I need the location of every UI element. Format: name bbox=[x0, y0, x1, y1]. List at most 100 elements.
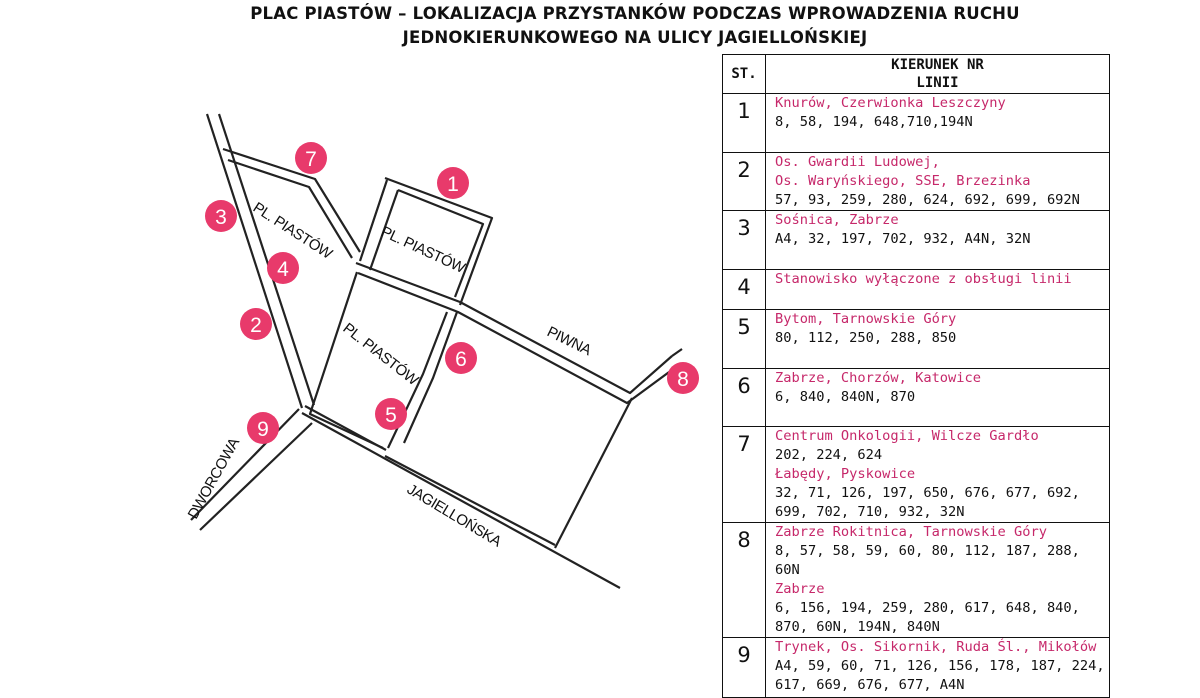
table-row: 8 Zabrze Rokitnica, Tarnowskie Góry 8, 5… bbox=[722, 522, 1110, 638]
stop-number: 3 bbox=[722, 210, 766, 270]
stop-number: 5 bbox=[722, 309, 766, 369]
table-row: 9 Trynek, Os. Sikornik, Ruda Śl., Mikołó… bbox=[722, 637, 1110, 698]
stop-number: 6 bbox=[722, 368, 766, 427]
line-numbers: 8, 58, 194, 648,710,194N bbox=[775, 114, 973, 130]
stop-marker-6-circle bbox=[445, 342, 477, 374]
stop-markers: 1 2 3 4 5 6 7 8 bbox=[205, 142, 699, 444]
stop-number: 7 bbox=[722, 426, 766, 523]
line-numbers: 6, 840, 840N, 870 bbox=[775, 389, 916, 405]
road-east bbox=[554, 397, 633, 549]
line-numbers: 57, 93, 259, 280, 624, 692, 699, 692N bbox=[775, 192, 1080, 208]
stop-info: Os. Gwardii Ludowej, Os. Waryńskiego, SS… bbox=[765, 152, 1110, 211]
stop-marker-4-circle bbox=[267, 252, 299, 284]
line-numbers: 80, 112, 250, 288, 850 bbox=[775, 330, 957, 346]
road-north-block-west-inner bbox=[368, 189, 400, 271]
stop-marker-3-number: 3 bbox=[215, 206, 227, 229]
road-piwna bbox=[355, 261, 673, 395]
table-row: 4 Stanowisko wyłączone z obsługi linii bbox=[722, 269, 1110, 310]
stop-number: 4 bbox=[722, 269, 766, 310]
stop-marker-1-circle bbox=[437, 167, 469, 199]
stop-marker-4[interactable]: 4 bbox=[267, 252, 299, 284]
table-row: 1 Knurów, Czerwionka Leszczyny 8, 58, 19… bbox=[722, 93, 1110, 153]
road-jagiellonska-north bbox=[384, 455, 556, 546]
street-label-pl-piastow-c: PL. PIASTÓW bbox=[340, 320, 423, 390]
stop-marker-9-number: 9 bbox=[257, 418, 269, 441]
stop-info: Knurów, Czerwionka Leszczyny 8, 58, 194,… bbox=[765, 93, 1110, 153]
stop-info: Bytom, Tarnowskie Góry 80, 112, 250, 288… bbox=[765, 309, 1110, 369]
stop-marker-2[interactable]: 2 bbox=[240, 308, 272, 340]
header-kierunek-text: KIERUNEK NR LINII bbox=[891, 57, 984, 91]
table-row: 3 Sośnica, Zabrze A4, 32, 197, 702, 932,… bbox=[722, 210, 1110, 270]
stop-marker-7-circle bbox=[295, 142, 327, 174]
stop-info: Zabrze Rokitnica, Tarnowskie Góry 8, 57,… bbox=[765, 522, 1110, 638]
stop-marker-8-circle bbox=[667, 362, 699, 394]
stop-marker-5-circle bbox=[375, 398, 407, 430]
table-row: 6 Zabrze, Chorzów, Katowice 6, 840, 840N… bbox=[722, 368, 1110, 427]
road-piwna-inner bbox=[357, 271, 681, 405]
road-central-block-west bbox=[308, 271, 384, 449]
stop-marker-3-circle bbox=[205, 200, 237, 232]
stop-marker-6-number: 6 bbox=[455, 348, 467, 371]
stop-number: 1 bbox=[722, 93, 766, 153]
direction: Knurów, Czerwionka Leszczyny bbox=[775, 95, 1006, 111]
stop-marker-6[interactable]: 6 bbox=[445, 342, 477, 374]
stop-info: Centrum Onkologii, Wilcze Gardło 202, 22… bbox=[765, 426, 1110, 523]
line-numbers: 202, 224, 624 bbox=[775, 447, 883, 463]
direction: Os. Waryńskiego, SSE, Brzezinka bbox=[775, 173, 1031, 189]
stop-info: Stanowisko wyłączone z obsługi linii bbox=[765, 269, 1110, 310]
direction: Trynek, Os. Sikornik, Ruda Śl., Mikołów bbox=[775, 639, 1097, 655]
stop-number: 8 bbox=[722, 522, 766, 638]
street-label-dworcowa: DWORCOWA bbox=[185, 435, 244, 522]
stop-info: Trynek, Os. Sikornik, Ruda Śl., Mikołów … bbox=[765, 637, 1110, 698]
road-north-block bbox=[384, 176, 494, 306]
stop-marker-1[interactable]: 1 bbox=[437, 167, 469, 199]
road-west-outer bbox=[205, 113, 304, 409]
road-north-west bbox=[222, 147, 361, 253]
table-row: 5 Bytom, Tarnowskie Góry 80, 112, 250, 2… bbox=[722, 309, 1110, 369]
stop-marker-2-number: 2 bbox=[250, 314, 262, 337]
street-label-piwna: PIWNA bbox=[544, 323, 594, 359]
stop-number: 9 bbox=[722, 637, 766, 698]
road-jagiellonska-link bbox=[304, 405, 387, 451]
title-line-2: JEDNOKIERUNKOWEGO NA ULICY JAGIELLOŃSKIE… bbox=[402, 28, 868, 47]
direction: Zabrze Rokitnica, Tarnowskie Góry bbox=[775, 524, 1047, 540]
stop-number: 2 bbox=[722, 152, 766, 211]
road-north-west-inner bbox=[227, 158, 353, 259]
stop-marker-2-circle bbox=[240, 308, 272, 340]
stop-marker-7-number: 7 bbox=[305, 148, 317, 171]
direction: Sośnica, Zabrze bbox=[775, 212, 899, 228]
line-numbers: A4, 32, 197, 702, 932, A4N, 32N bbox=[775, 231, 1031, 247]
direction: Łabędy, Pyskowice bbox=[775, 466, 916, 482]
stop-info: Sośnica, Zabrze A4, 32, 197, 702, 932, A… bbox=[765, 210, 1110, 270]
road-lines bbox=[190, 113, 683, 589]
header-st: ST. bbox=[722, 54, 766, 94]
stop-marker-4-number: 4 bbox=[277, 258, 289, 281]
road-central-block-east bbox=[402, 311, 459, 444]
stop-marker-8[interactable]: 8 bbox=[667, 362, 699, 394]
header-kierunek: KIERUNEK NR LINII bbox=[765, 54, 1110, 94]
stop-info: Zabrze, Chorzów, Katowice 6, 840, 840N, … bbox=[765, 368, 1110, 427]
stop-marker-1-number: 1 bbox=[447, 173, 459, 196]
road-north-block-inner bbox=[397, 188, 485, 298]
road-piwna-end bbox=[671, 348, 683, 357]
map-title: PLAC PIASTÓW – LOKALIZACJA PRZYSTANKÓW P… bbox=[0, 2, 1200, 50]
road-dworcowa-south bbox=[199, 422, 313, 531]
direction: Centrum Onkologii, Wilcze Gardło bbox=[775, 428, 1039, 444]
stop-marker-9-circle bbox=[247, 412, 279, 444]
stop-marker-8-number: 8 bbox=[677, 368, 689, 391]
table-row: 2 Os. Gwardii Ludowej, Os. Waryńskiego, … bbox=[722, 152, 1110, 211]
stops-table-header: ST. KIERUNEK NR LINII bbox=[722, 54, 1110, 94]
road-jagiellonska-south bbox=[301, 412, 621, 589]
stop-marker-5-number: 5 bbox=[385, 404, 397, 427]
stop-marker-9[interactable]: 9 bbox=[247, 412, 279, 444]
direction: Stanowisko wyłączone z obsługi linii bbox=[775, 271, 1072, 287]
road-north-block-west bbox=[358, 179, 389, 262]
stop-marker-3[interactable]: 3 bbox=[205, 200, 237, 232]
direction: Os. Gwardii Ludowej, bbox=[775, 154, 940, 170]
road-dworcowa-north bbox=[190, 408, 300, 521]
stop-marker-7[interactable]: 7 bbox=[295, 142, 327, 174]
title-line-1: PLAC PIASTÓW – LOKALIZACJA PRZYSTANKÓW P… bbox=[250, 4, 1020, 23]
table-row: 7 Centrum Onkologii, Wilcze Gardło 202, … bbox=[722, 426, 1110, 523]
stop-marker-5[interactable]: 5 bbox=[375, 398, 407, 430]
line-numbers: A4, 59, 60, 71, 126, 156, 178, 187, 224,… bbox=[775, 658, 1105, 693]
